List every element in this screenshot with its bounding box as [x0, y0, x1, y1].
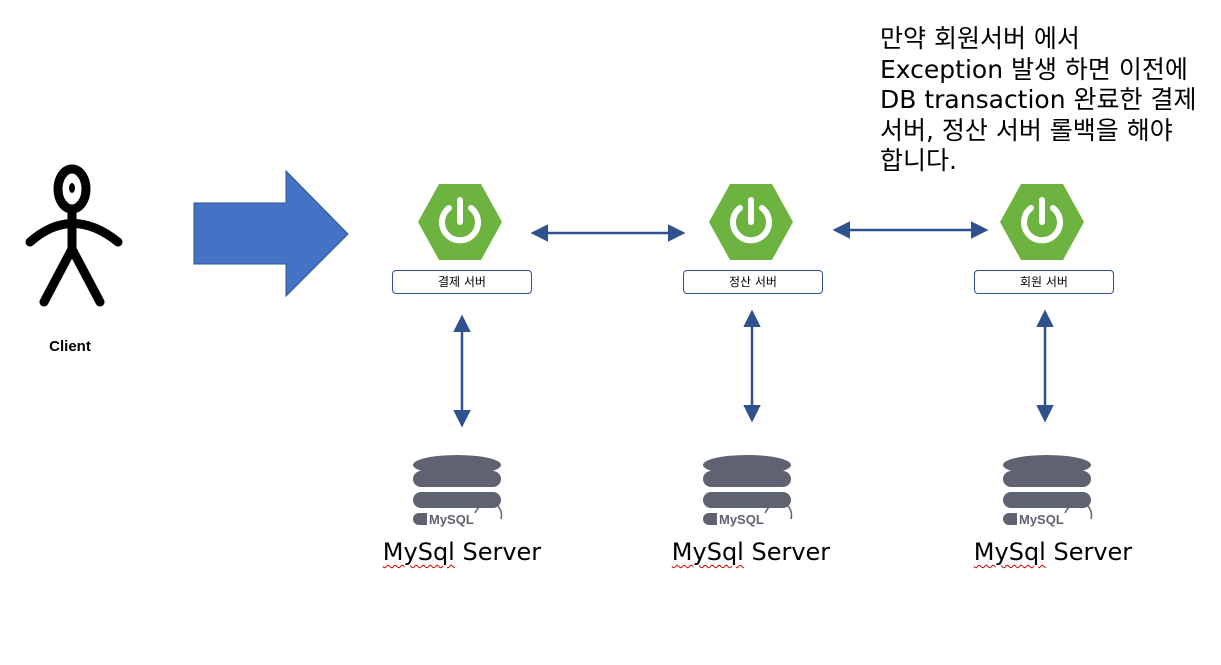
member-db-label: MySql Server — [963, 538, 1143, 566]
db-label-word: MySql — [382, 538, 455, 566]
db-label-word: Server — [454, 538, 542, 566]
note-line: Exception 발생 하면 이전에 — [880, 54, 1188, 84]
payment-server-box: 결제 서버 — [392, 270, 532, 294]
database-icon: MySQL — [1003, 455, 1097, 527]
client-label: Client — [49, 338, 91, 355]
note-line: 합니다. — [880, 146, 957, 175]
settlement-server-label: 정산 서버 — [729, 275, 777, 289]
db-label-word: MySql — [973, 538, 1046, 566]
mysql-logo-icon: MySQL — [1017, 500, 1097, 527]
settlement-db-label: MySql Server — [661, 538, 841, 566]
spring-boot-icon — [418, 184, 502, 260]
note-line: 만약 회원서버 에서 — [880, 24, 1080, 53]
settlement-server-box: 정산 서버 — [683, 270, 823, 294]
database-icon: MySQL — [413, 455, 507, 527]
payment-server-label: 결제 서버 — [438, 275, 486, 289]
db-label-word: Server — [743, 538, 831, 566]
mysql-logo-icon: MySQL — [717, 500, 797, 527]
member-server-label: 회원 서버 — [1020, 275, 1068, 289]
svg-text:MySQL: MySQL — [719, 512, 764, 527]
db-label-word: MySql — [671, 538, 744, 566]
rollback-note: 만약 회원서버 에서 Exception 발생 하면 이전에 DB transa… — [880, 24, 1221, 177]
mysql-logo-icon: MySQL — [427, 500, 507, 527]
note-line: DB transaction 완료한 결제 — [880, 85, 1197, 114]
note-line: 서버, 정산 서버 롤백을 해야 — [880, 115, 1173, 145]
svg-text:MySQL: MySQL — [1019, 512, 1064, 527]
db-label-word: Server — [1045, 538, 1133, 566]
big-right-arrow-icon — [193, 169, 349, 298]
spring-boot-icon — [1000, 184, 1084, 260]
svg-text:MySQL: MySQL — [429, 512, 474, 527]
payment-db-label: MySql Server — [372, 538, 552, 566]
spring-boot-icon — [709, 184, 793, 260]
member-server-box: 회원 서버 — [974, 270, 1114, 294]
person-icon — [25, 164, 123, 307]
database-icon: MySQL — [703, 455, 797, 527]
